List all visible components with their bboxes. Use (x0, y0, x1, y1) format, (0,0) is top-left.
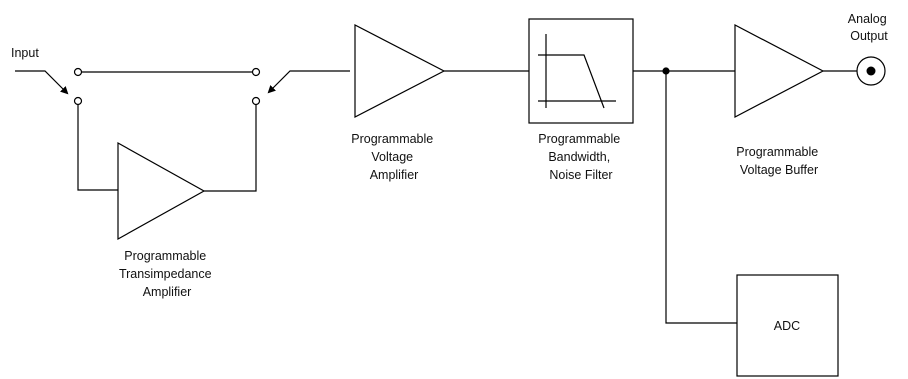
voltage-buffer (734, 24, 825, 118)
voltage-amp-label-line-1: Programmable (351, 132, 433, 146)
input-label: Input (11, 46, 39, 60)
switch-output-wire (267, 70, 350, 94)
transimpedance-label-line-1: Programmable (124, 249, 206, 263)
noise-filter-block (528, 18, 634, 124)
tia-output-wire (204, 105, 257, 192)
analog-output-label: Analog Output (848, 12, 890, 43)
voltage-amp-label-line-2: Voltage (371, 150, 413, 164)
filter-label-line-3: Noise Filter (549, 168, 612, 182)
junction-to-adc-wire (665, 71, 737, 324)
noise-filter-label: Programmable Bandwidth, Noise Filter (538, 132, 623, 182)
output-switch-terminal-bottom (251, 96, 261, 106)
filter-label-line-2: Bandwidth, (548, 150, 610, 164)
voltage-amplifier-label: Programmable Voltage Amplifier (351, 132, 436, 182)
transimpedance-amplifier (117, 141, 206, 241)
analog-output-connector-pin (866, 66, 876, 76)
adc-label: ADC (774, 319, 800, 333)
voltage-amp-label-line-3: Amplifier (370, 168, 419, 182)
buffer-label-line-1: Programmable (736, 145, 818, 159)
input-switch-terminal-bottom (73, 96, 83, 106)
transimpedance-label-line-2: Transimpedance (119, 267, 212, 281)
input-switch-terminal-top (73, 67, 83, 77)
output-switch-terminal-top (251, 67, 261, 77)
lowpass-filter-icon (538, 34, 616, 109)
tia-input-wire (77, 105, 118, 191)
adc-block (736, 274, 839, 377)
voltage-amplifier (354, 24, 446, 118)
transimpedance-amplifier-label: Programmable Transimpedance Amplifier (119, 249, 215, 299)
filter-label-line-1: Programmable (538, 132, 620, 146)
voltage-buffer-label: Programmable Voltage Buffer (736, 145, 821, 177)
buffer-label-line-2: Voltage Buffer (740, 163, 818, 177)
analog-output-label-line-1: Analog (848, 12, 887, 26)
analog-output-label-line-2: Output (850, 29, 888, 43)
input-wire (15, 70, 69, 95)
transimpedance-label-line-3: Amplifier (143, 285, 192, 299)
